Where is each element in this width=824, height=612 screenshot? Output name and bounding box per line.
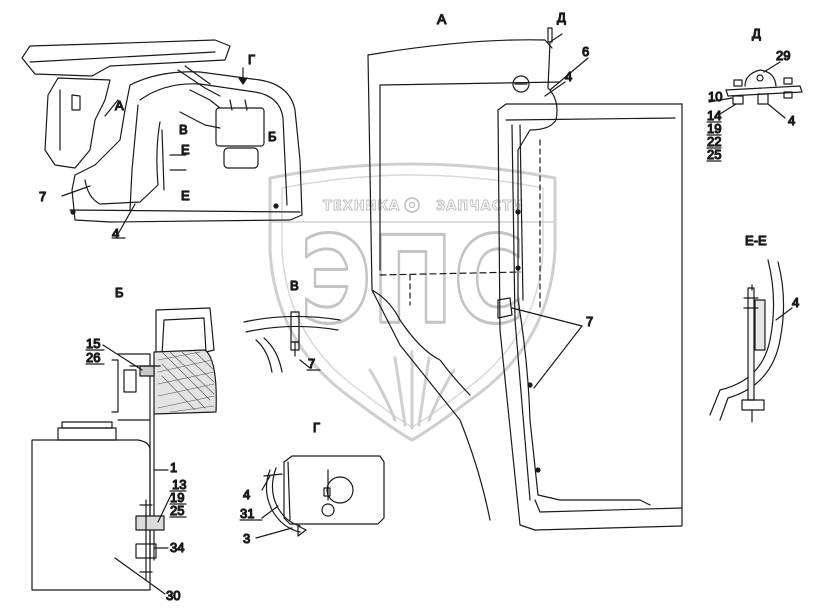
callout-3: 3 [243, 531, 250, 546]
callout-7-v: 7 [308, 356, 315, 371]
callout-7-a: 7 [586, 314, 593, 329]
view-label-g-arrow: Г [248, 52, 255, 67]
section-label-e-1: Е [181, 142, 190, 157]
detail-b-drawing [31, 307, 217, 591]
view-label-d-top: Д [557, 10, 566, 25]
watermark-logo: ЭПС [300, 212, 525, 351]
callout-30: 30 [166, 588, 180, 603]
watermark-right-word: ЗАПЧАСТИ [436, 199, 524, 214]
leader-6 [549, 57, 589, 91]
callout-13: 13 [172, 477, 186, 492]
callout-26: 26 [86, 350, 100, 365]
detail-g-drawing [263, 455, 385, 537]
leader-4-left [117, 203, 136, 235]
view-a-drawing [367, 27, 683, 531]
callout-25-d: 25 [707, 147, 721, 162]
view-arrow-g [238, 67, 248, 85]
view-label-a-small: А [115, 98, 124, 113]
view-label-a-main: А [437, 11, 447, 27]
gear-icon [404, 197, 420, 213]
leader-4-a [544, 81, 566, 97]
callout-10: 10 [708, 89, 722, 104]
wheat-ears-icon [368, 350, 456, 430]
callout-19-d: 19 [707, 121, 721, 136]
leader-7-a-2 [533, 325, 583, 389]
callout-7-left: 7 [39, 189, 46, 204]
callout-25-b: 25 [170, 503, 184, 518]
section-ee-drawing [709, 259, 785, 423]
view-label-g-detail: Г [313, 420, 320, 435]
callout-4-d: 4 [788, 113, 795, 128]
view-label-b-detail: Б [115, 285, 124, 300]
view-label-b-small: Б [268, 129, 277, 144]
callout-34: 34 [170, 540, 184, 555]
detail-v-drawing [243, 311, 341, 373]
view-label-d-detail: Д [752, 26, 761, 41]
leader-7-left [61, 185, 91, 197]
callout-4-g: 4 [243, 487, 250, 502]
callout-15: 15 [86, 336, 100, 351]
detail-d-drawing [725, 69, 803, 105]
callout-1: 1 [170, 460, 177, 475]
callout-4-a: 4 [565, 69, 572, 84]
callout-6: 6 [582, 44, 589, 59]
callout-14: 14 [707, 108, 721, 123]
section-label-e-2: Е [181, 188, 190, 203]
callout-4-ee: 4 [792, 295, 799, 310]
view-label-ee-detail: Е-Е [745, 233, 767, 248]
view-label-v-detail: В [290, 278, 299, 293]
view-label-v-small: В [179, 122, 188, 137]
leader-7-a-1 [511, 307, 583, 327]
callout-31: 31 [240, 506, 254, 521]
callout-4-left: 4 [112, 226, 119, 241]
callout-22: 22 [707, 134, 721, 149]
callout-29: 29 [776, 48, 790, 63]
cab-overview-drawing [21, 39, 303, 223]
callout-19-b: 19 [170, 490, 184, 505]
